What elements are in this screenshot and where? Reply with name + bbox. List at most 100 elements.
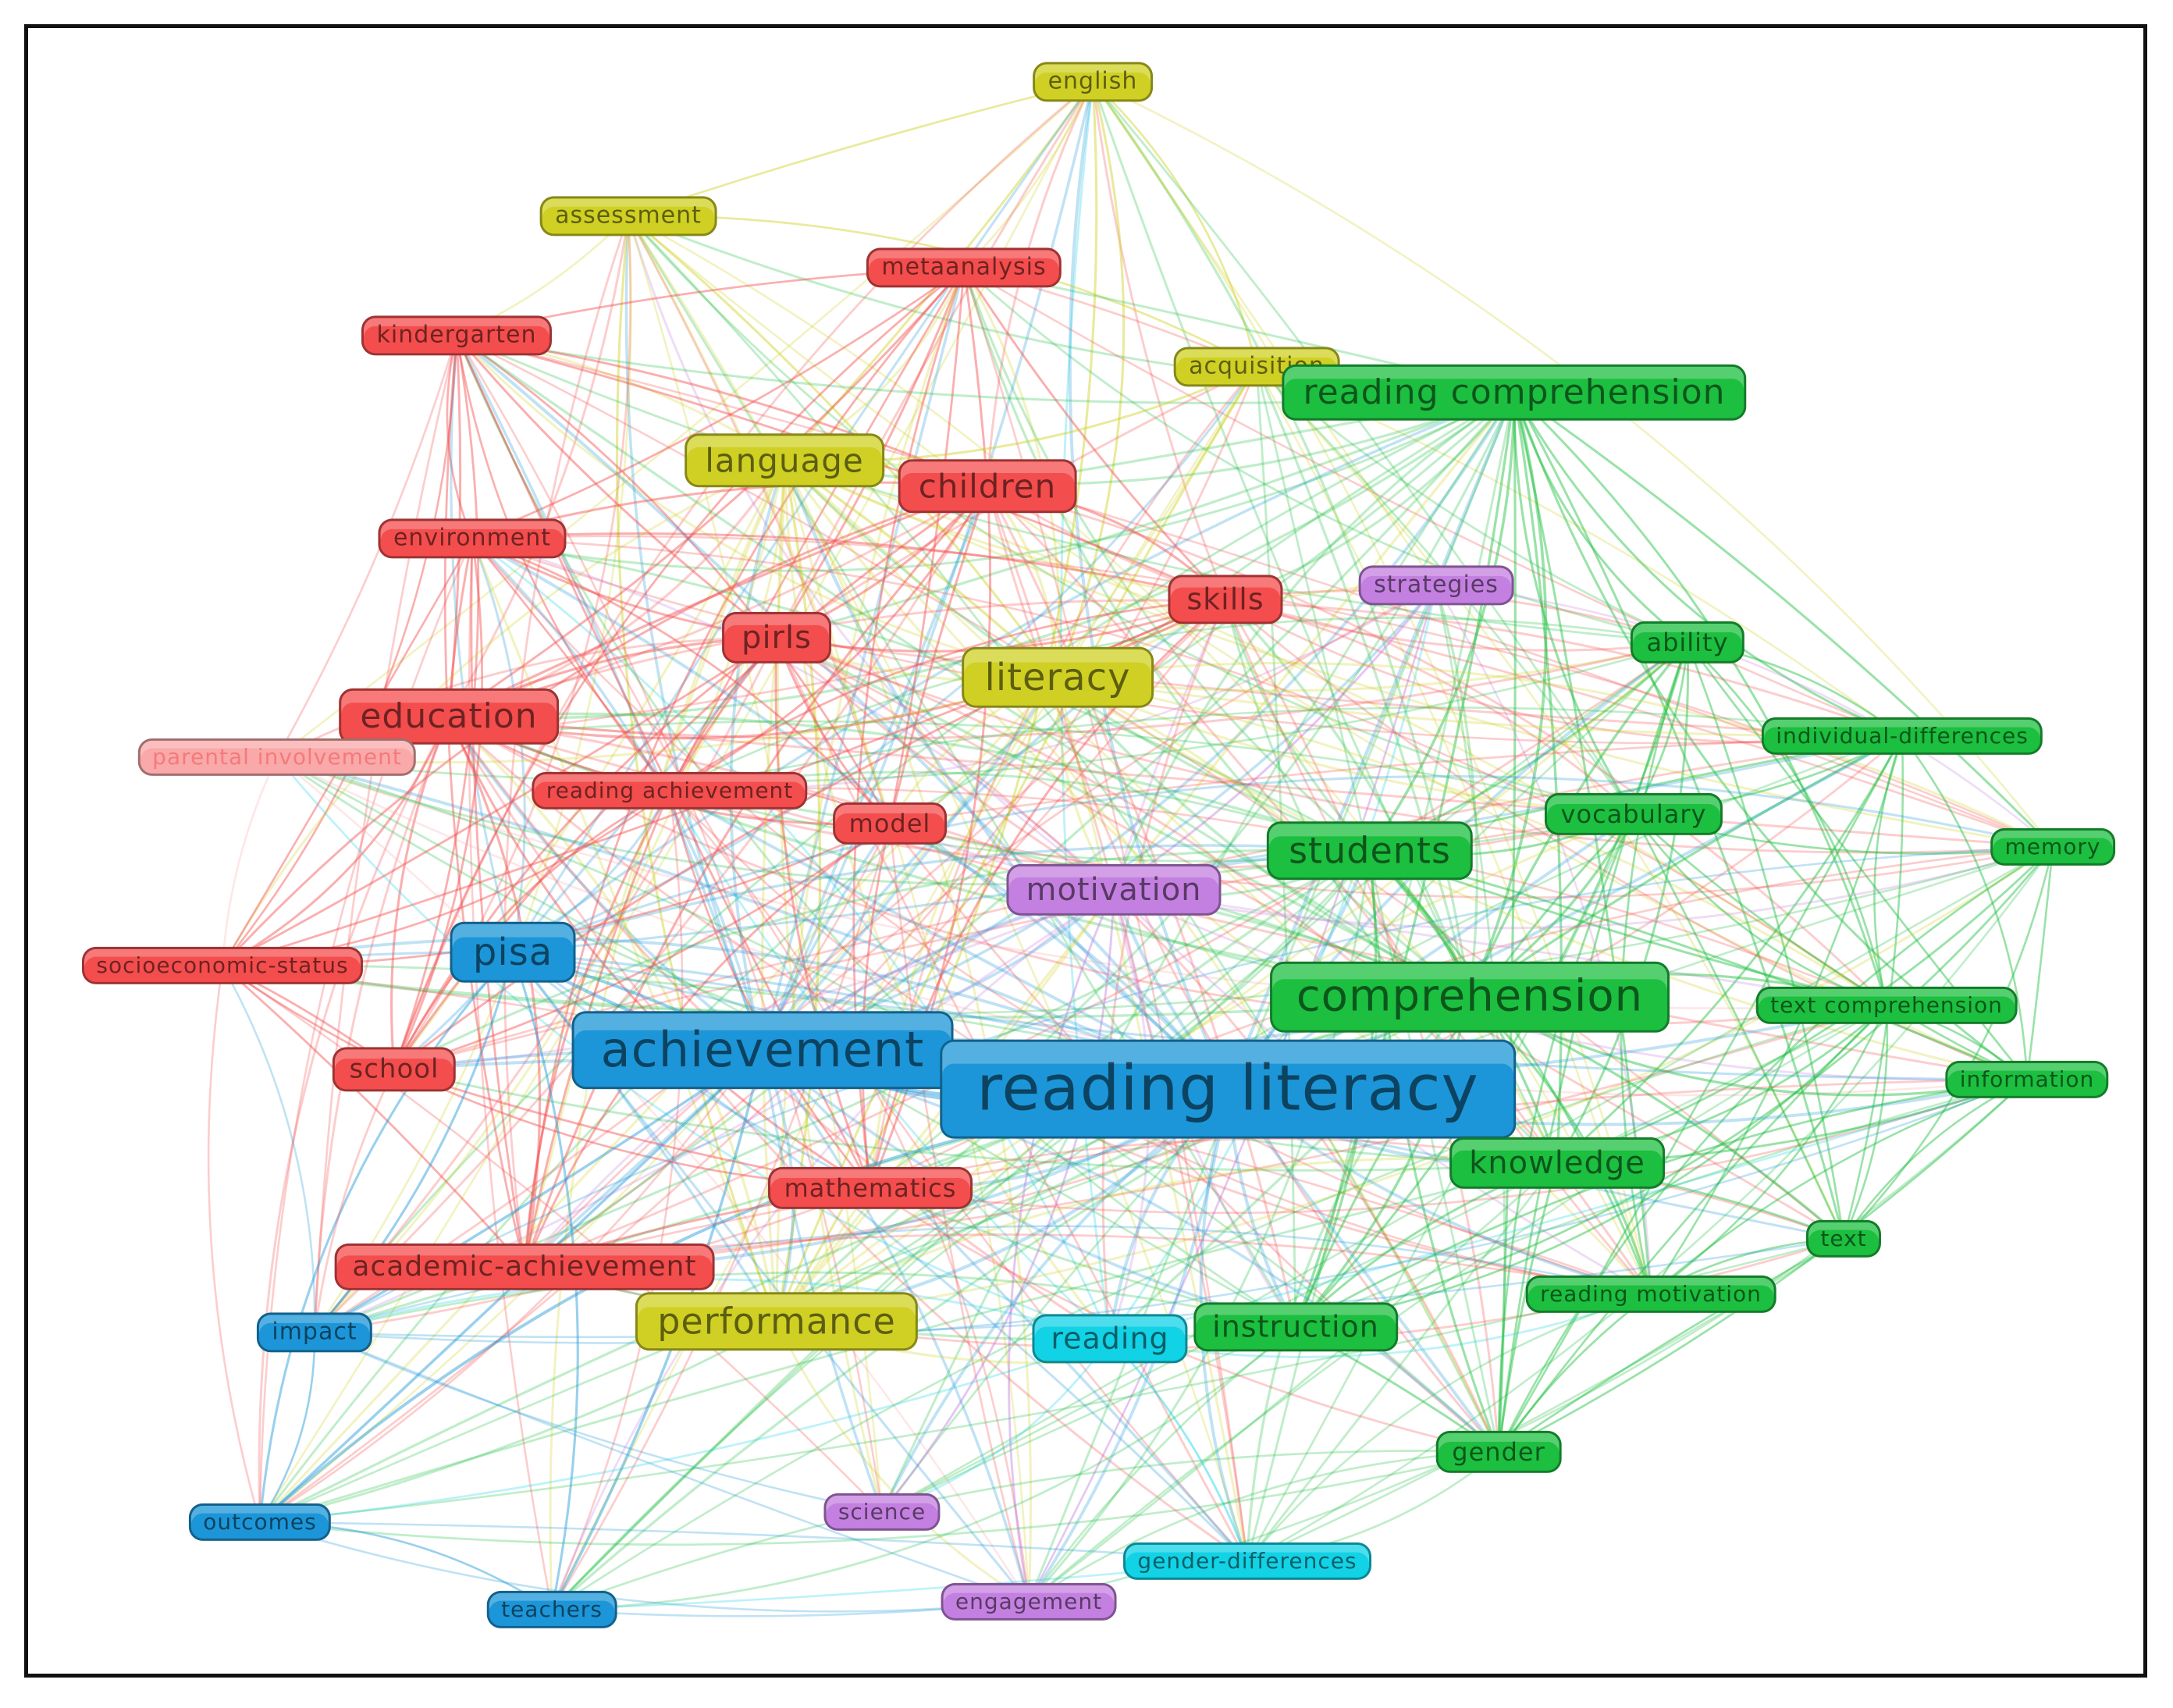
keyword-node-students[interactable]: students — [1266, 821, 1474, 881]
link-edge — [1113, 845, 2054, 930]
link-edge — [1686, 642, 1845, 1240]
link-edge — [1513, 392, 1563, 1164]
keyword-node-mathematics[interactable]: mathematics — [768, 1166, 973, 1210]
keyword-node-kindergarten[interactable]: kindergarten — [361, 315, 553, 356]
keyword-node-strategies[interactable]: strategies — [1358, 565, 1514, 606]
link-edge — [1092, 81, 1258, 368]
link-edge — [1028, 1450, 1499, 1603]
keyword-node-academic-achievement[interactable]: academic-achievement — [334, 1243, 715, 1291]
keyword-node-education[interactable]: education — [339, 688, 559, 745]
keyword-node-text-comprehension[interactable]: text comprehension — [1755, 986, 2018, 1025]
link-edge — [624, 215, 764, 1051]
link-edge — [393, 266, 965, 1070]
keyword-node-impact[interactable]: impact — [256, 1312, 373, 1353]
link-edge — [776, 636, 1844, 1240]
keyword-node-text[interactable]: text — [1805, 1219, 1882, 1258]
keyword-node-achievement[interactable]: achievement — [571, 1011, 954, 1089]
link-edge — [1295, 846, 2054, 1329]
link-edge — [1247, 846, 2054, 1563]
link-edge — [889, 391, 1516, 825]
link-edge — [390, 716, 450, 1070]
keyword-node-model[interactable]: model — [833, 802, 947, 845]
keyword-node-engagement[interactable]: engagement — [941, 1582, 1117, 1621]
keyword-node-gender[interactable]: gender — [1435, 1430, 1562, 1474]
link-edge — [776, 636, 1903, 738]
link-edge — [881, 1004, 1887, 1514]
keyword-node-metaanalysis[interactable]: metaanalysis — [866, 247, 1062, 288]
link-edge — [761, 81, 1094, 1051]
link-edge — [669, 617, 1688, 792]
keyword-node-individual-differences[interactable]: individual-differences — [1761, 717, 2043, 756]
link-edge — [776, 636, 2054, 854]
keyword-node-outcomes[interactable]: outcomes — [188, 1503, 332, 1542]
link-edge — [1498, 1079, 2028, 1454]
keyword-node-assessment[interactable]: assessment — [539, 196, 717, 237]
keyword-node-gender-differences[interactable]: gender-differences — [1123, 1542, 1371, 1581]
keyword-node-motivation[interactable]: motivation — [1006, 863, 1222, 916]
link-edge — [628, 215, 2028, 1081]
link-edge — [783, 460, 891, 824]
keyword-node-information[interactable]: information — [1945, 1060, 2109, 1099]
link-edge — [1295, 1005, 1888, 1329]
keyword-node-pirls[interactable]: pirls — [722, 611, 831, 664]
link-edge — [551, 1004, 1887, 1611]
link-edge — [775, 81, 1098, 1322]
keyword-node-knowledge[interactable]: knowledge — [1449, 1137, 1665, 1190]
link-edge — [1633, 813, 2028, 1081]
link-edge — [1368, 849, 1652, 1295]
link-edge — [1513, 392, 1688, 644]
keyword-node-reading[interactable]: reading — [1032, 1314, 1188, 1364]
keyword-node-teachers[interactable]: teachers — [486, 1590, 617, 1629]
link-edge — [861, 823, 891, 1189]
keyword-node-science[interactable]: science — [823, 1493, 941, 1532]
link-edge — [1091, 81, 1438, 586]
keyword-node-memory[interactable]: memory — [1990, 827, 2115, 866]
link-edge — [314, 1271, 1296, 1334]
keyword-node-pisa[interactable]: pisa — [450, 921, 576, 984]
link-edge — [455, 334, 1058, 679]
keyword-node-parental-involvement[interactable]: parental involvement — [137, 738, 417, 777]
link-edge — [627, 215, 1030, 1603]
link-edge — [776, 1157, 1558, 1323]
keyword-node-reading-achievement[interactable]: reading achievement — [532, 771, 808, 810]
keyword-node-ability[interactable]: ability — [1630, 621, 1745, 664]
link-edge — [962, 267, 1227, 601]
link-edge — [1513, 391, 2054, 849]
keyword-node-literacy[interactable]: literacy — [962, 646, 1154, 709]
keyword-node-skills[interactable]: skills — [1168, 575, 1283, 624]
keyword-node-vocabulary[interactable]: vocabulary — [1544, 792, 1723, 836]
link-edge — [314, 845, 2054, 1334]
link-edge — [313, 460, 786, 1334]
keyword-node-reading-motivation[interactable]: reading motivation — [1525, 1275, 1776, 1314]
link-edge — [761, 486, 989, 1051]
link-edge — [447, 716, 871, 1190]
link-edge — [1224, 598, 1471, 998]
keyword-node-language[interactable]: language — [685, 433, 884, 488]
link-edge — [627, 215, 1297, 1328]
link-edge — [259, 845, 2054, 1524]
link-edge — [782, 460, 1229, 1091]
link-edge — [1059, 81, 1111, 1340]
link-edge — [987, 485, 1888, 1007]
keyword-node-instruction[interactable]: instruction — [1193, 1302, 1398, 1352]
link-edge — [222, 964, 526, 1268]
keyword-node-environment[interactable]: environment — [378, 518, 567, 559]
keyword-node-socioeconomic-status[interactable]: socioeconomic-status — [81, 946, 364, 985]
link-edge — [393, 80, 1094, 1070]
link-edge — [761, 1048, 1030, 1603]
keyword-node-reading-literacy[interactable]: reading literacy — [940, 1039, 1516, 1139]
link-edge — [276, 335, 458, 758]
keyword-node-school[interactable]: school — [332, 1047, 457, 1092]
link-edge — [276, 756, 1030, 1603]
keyword-node-performance[interactable]: performance — [635, 1292, 919, 1351]
link-edge — [1224, 599, 1371, 852]
keyword-node-english[interactable]: english — [1033, 62, 1153, 102]
link-edge — [762, 584, 1438, 1051]
link-edge — [313, 391, 1515, 1333]
link-edge — [1112, 599, 1227, 891]
keyword-node-comprehension[interactable]: comprehension — [1270, 961, 1670, 1033]
keyword-node-reading-comprehension[interactable]: reading comprehension — [1282, 364, 1747, 422]
keyword-node-children[interactable]: children — [898, 459, 1077, 514]
link-edge — [471, 391, 1515, 572]
link-edge — [276, 81, 1094, 759]
